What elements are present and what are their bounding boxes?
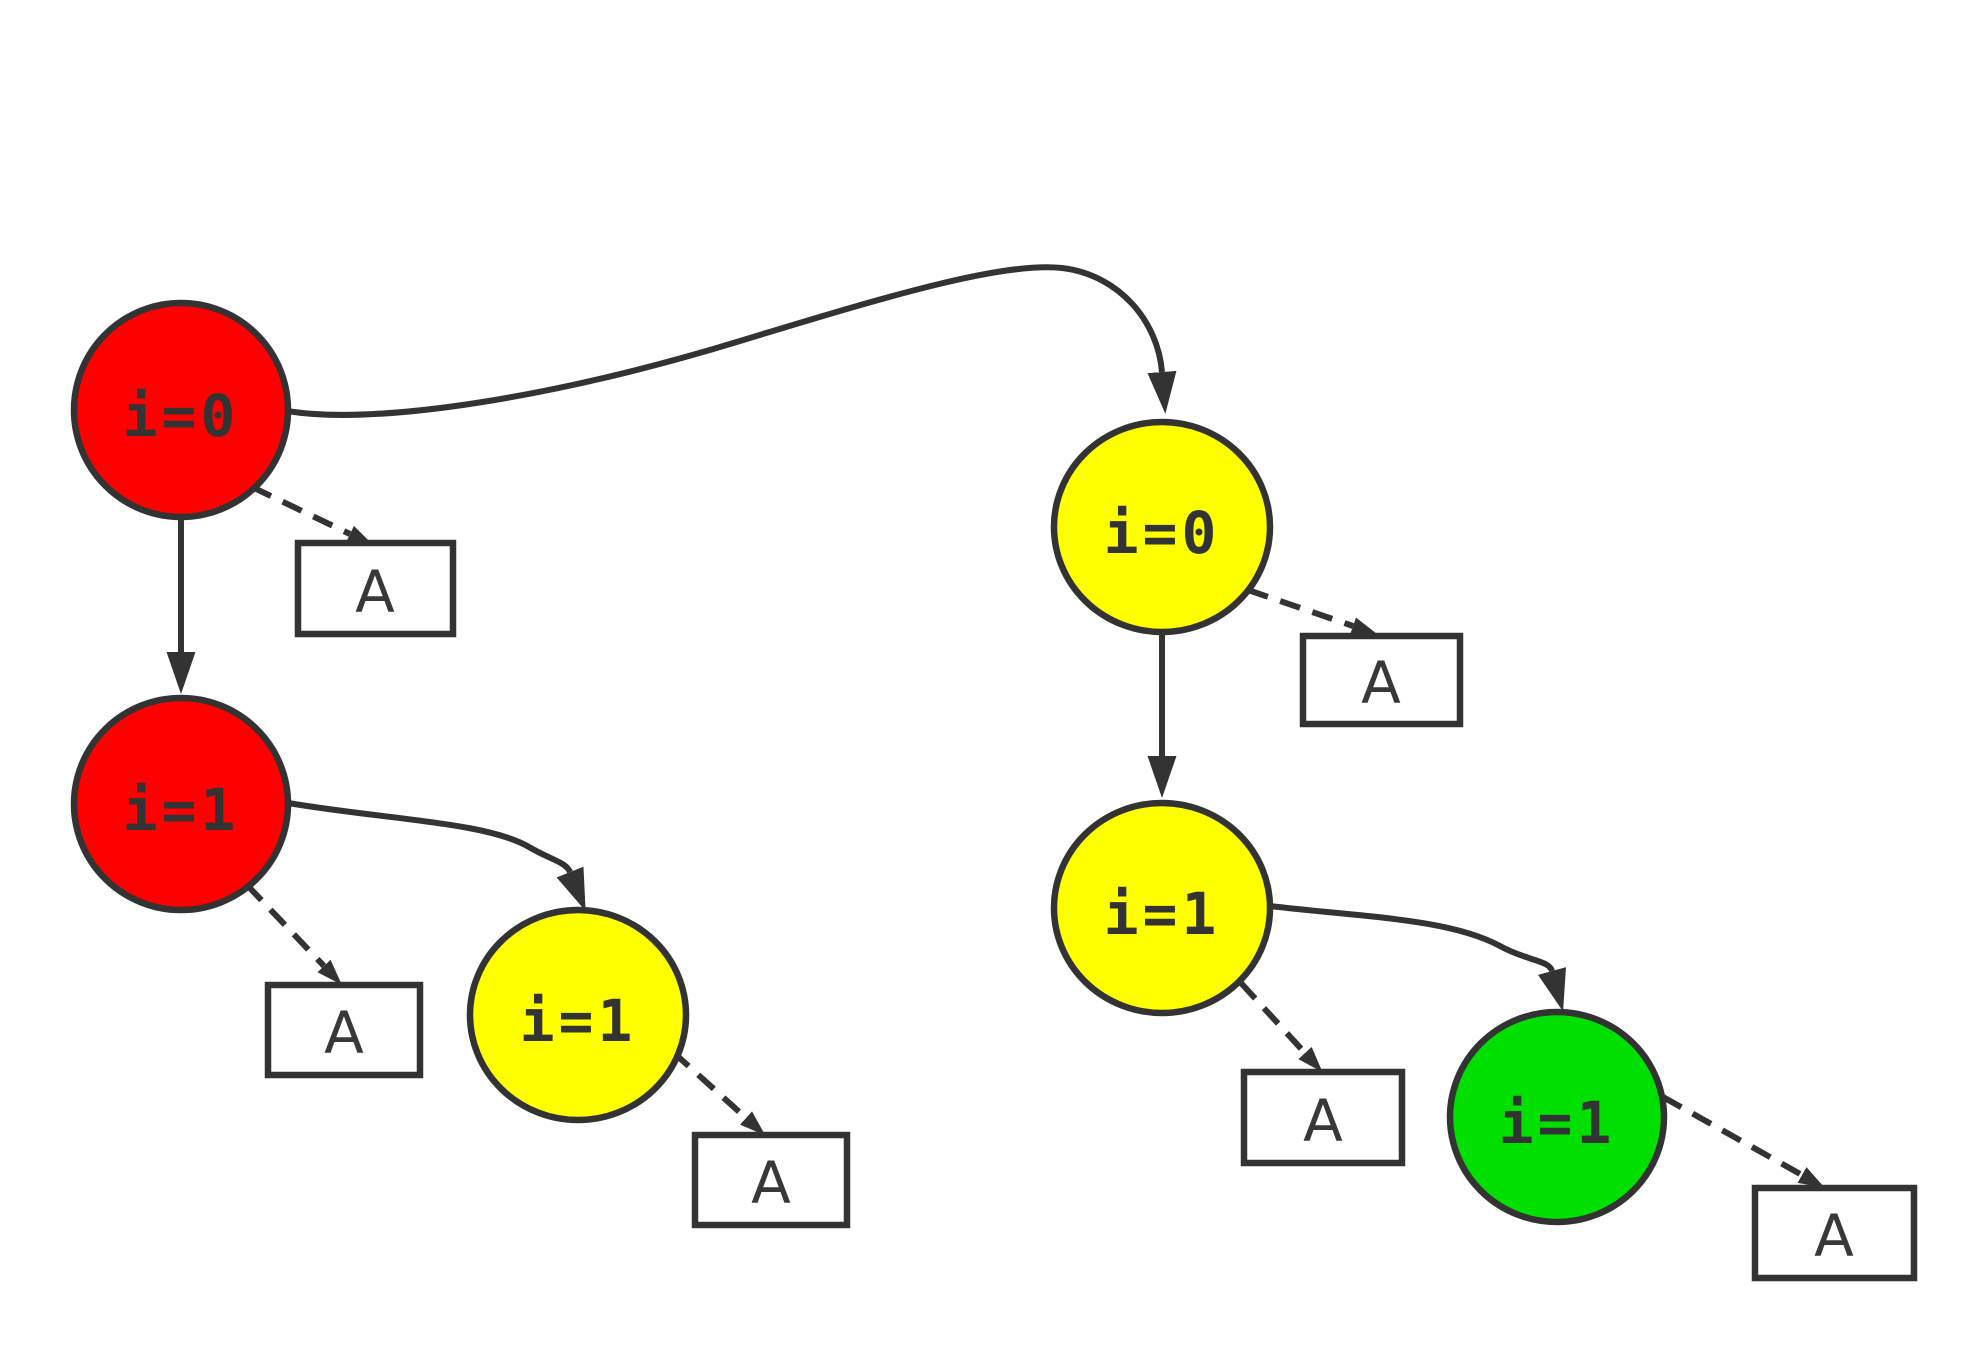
edge-right-child-to-terminal [1238,980,1323,1073]
terminal-right-root-box [1299,632,1464,728]
node-right-child-circle [1050,799,1274,1017]
edge-left-child-to-terminal [244,882,342,985]
terminal-left-grandchild: A [691,1131,851,1229]
node-left-grandchild-circle [466,906,690,1124]
node-right-root-circle [1050,418,1274,636]
node-left-root-circle [70,299,292,521]
terminal-left-grandchild-label: A [751,1149,791,1217]
node-left-grandchild: i=1 [466,906,690,1124]
terminal-left-child: A [264,981,424,1079]
edge-left-root-to-terminal [250,484,374,546]
node-right-root: i=0 [1050,418,1274,636]
terminal-left-root: A [294,539,457,638]
terminal-right-root-label: A [1361,649,1401,717]
terminal-left-root-label: A [355,558,395,626]
terminal-right-child: A [1240,1068,1406,1167]
edge-right-root-to-terminal [1247,587,1378,635]
node-left-child-circle [70,694,292,914]
node-right-root-label: i=0 [1104,499,1221,567]
node-right-child-label: i=1 [1104,880,1221,948]
terminal-left-child-box [264,981,424,1079]
node-left-root-label: i=0 [123,382,240,450]
terminal-right-grandchild: A [1751,1184,1918,1282]
node-left-child: i=1 [70,694,292,914]
node-left-child-label: i=1 [123,776,240,844]
edge-left-root-to-right-root [286,264,1177,418]
node-left-grandchild-label: i=1 [520,987,637,1055]
node-right-grandchild-label: i=1 [1499,1089,1616,1157]
terminal-left-grandchild-box [691,1131,851,1229]
edge-left-grandchild-to-terminal [670,1049,766,1136]
terminal-right-grandchild-label: A [1814,1202,1854,1270]
edge-left-child-to-left-grandchild [287,800,586,911]
terminal-right-child-label: A [1303,1087,1343,1155]
terminal-left-root-box [294,539,457,638]
terminal-left-child-label: A [324,999,364,1067]
node-right-grandchild: i=1 [1446,1008,1668,1226]
terminal-right-root: A [1299,632,1464,728]
terminal-right-child-box [1240,1068,1406,1167]
node-right-child: i=1 [1050,799,1274,1017]
edge-right-grandchild-to-terminal [1661,1094,1825,1188]
edge-right-child-to-right-grandchild [1269,903,1566,1012]
node-left-root: i=0 [70,299,292,521]
terminal-right-grandchild-box [1751,1184,1918,1282]
node-right-grandchild-circle [1446,1008,1668,1226]
